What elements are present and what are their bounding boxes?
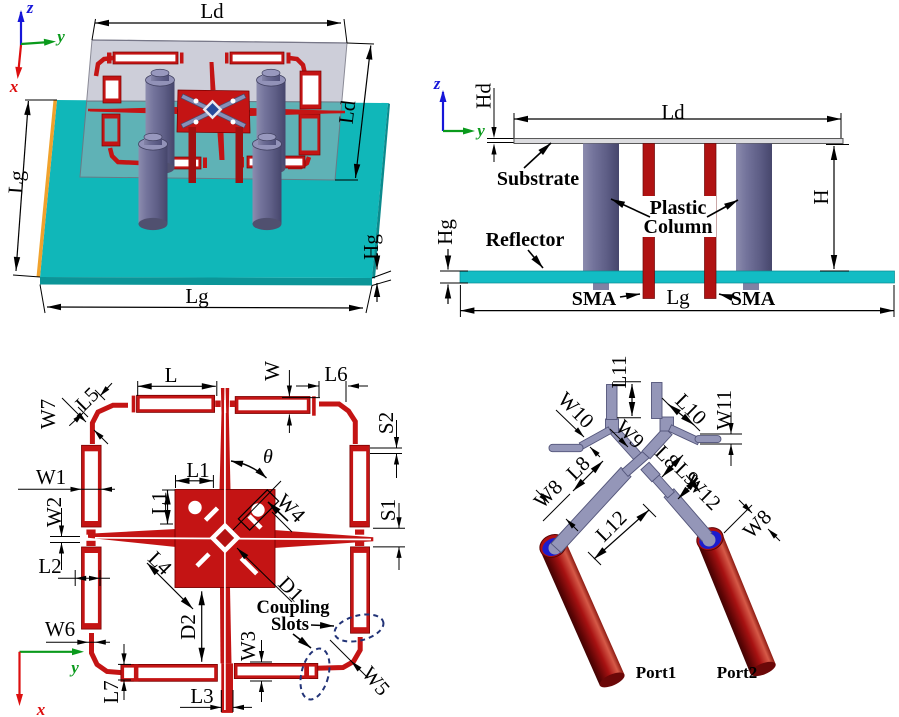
svg-text:L7: L7	[99, 680, 123, 703]
svg-text:y: y	[69, 658, 79, 677]
svg-text:Ld: Ld	[200, 0, 224, 23]
svg-text:W7: W7	[36, 399, 60, 429]
svg-text:Hd: Hd	[472, 83, 496, 109]
svg-text:L: L	[165, 363, 178, 387]
svg-text:Hg: Hg	[433, 219, 457, 245]
svg-text:z: z	[433, 74, 441, 93]
svg-text:W1: W1	[36, 465, 66, 489]
svg-text:L3: L3	[190, 684, 213, 708]
svg-text:Port1: Port1	[636, 663, 677, 682]
svg-text:SMA: SMA	[731, 288, 776, 310]
svg-text:L11: L11	[607, 355, 631, 388]
svg-text:D2: D2	[176, 614, 200, 640]
svg-text:L1: L1	[147, 491, 171, 514]
svg-text:Lg: Lg	[185, 284, 209, 308]
svg-text:SMA: SMA	[572, 288, 617, 310]
svg-text:Port2: Port2	[717, 663, 758, 682]
svg-text:W: W	[260, 361, 284, 381]
svg-text:Lg: Lg	[666, 285, 690, 309]
svg-text:W2: W2	[42, 497, 66, 527]
svg-text:Hg: Hg	[359, 234, 383, 260]
svg-text:y: y	[55, 27, 65, 46]
svg-text:L1: L1	[186, 458, 209, 482]
svg-text:Coupling: Coupling	[256, 598, 330, 618]
svg-text:Ld: Ld	[334, 98, 361, 125]
svg-text:Substrate: Substrate	[497, 168, 579, 190]
svg-text:Slots: Slots	[271, 615, 309, 635]
svg-text:S2: S2	[374, 412, 398, 434]
svg-text:x: x	[9, 77, 19, 96]
svg-text:x: x	[36, 700, 46, 717]
svg-text:z: z	[26, 0, 34, 17]
svg-text:Reflector: Reflector	[486, 229, 565, 251]
svg-text:H: H	[809, 189, 833, 204]
svg-text:W6: W6	[45, 617, 75, 641]
svg-text:S1: S1	[376, 499, 400, 521]
svg-text:L2: L2	[38, 554, 61, 578]
svg-text:Ld: Ld	[661, 100, 685, 124]
svg-text:θ: θ	[263, 446, 273, 468]
svg-text:y: y	[475, 121, 485, 140]
svg-text:Lg: Lg	[3, 169, 29, 194]
svg-text:W3: W3	[236, 631, 260, 661]
svg-text:Column: Column	[644, 216, 713, 238]
svg-text:L6: L6	[324, 362, 347, 386]
svg-text:Plastic: Plastic	[650, 197, 707, 219]
